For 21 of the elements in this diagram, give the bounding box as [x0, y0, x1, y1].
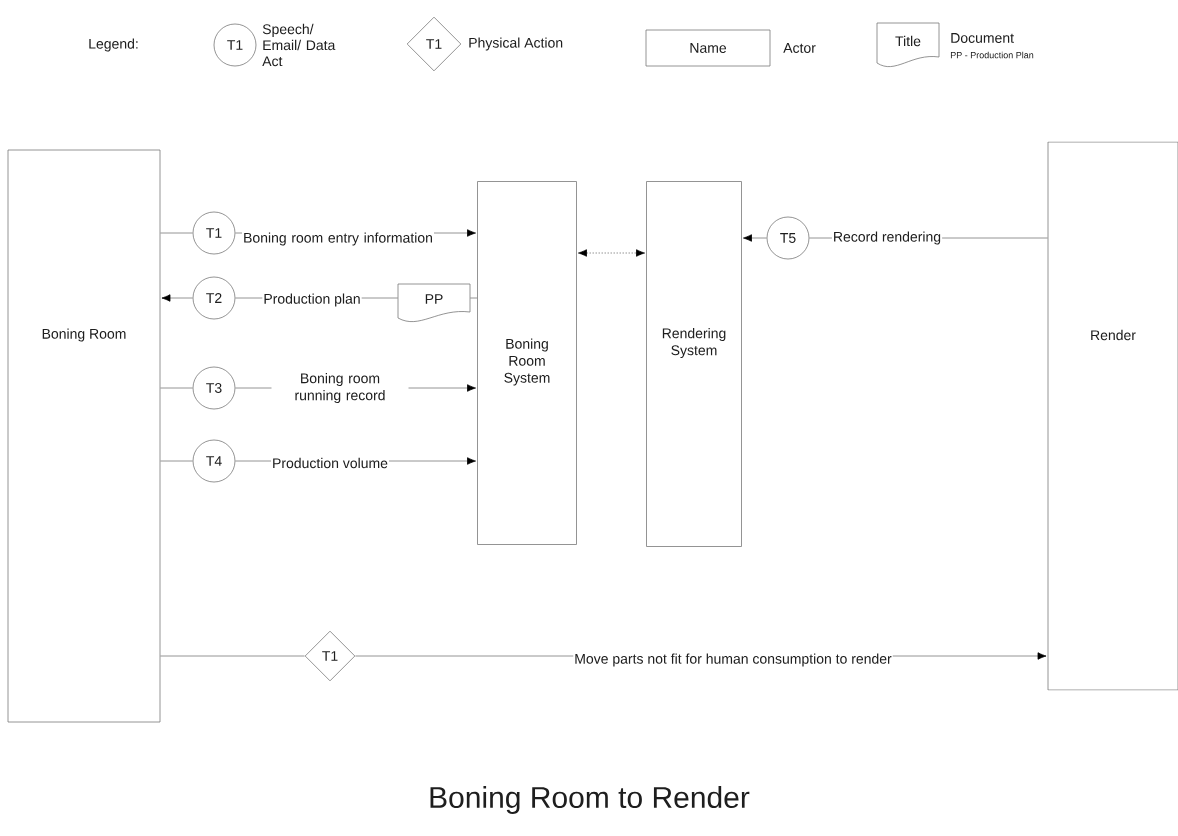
actor-box: Rendering System: [646, 181, 742, 547]
legend-description: Document: [951, 33, 1014, 43]
edge-label: Boning room entry information: [242, 231, 434, 247]
edge-label: Record rendering: [831, 230, 943, 246]
arrow: [743, 234, 767, 242]
diagram-title: Boning Room to Render: [430, 786, 750, 814]
legend-heading: Legend:: [89, 38, 138, 52]
actor-box: Boning Room: [7, 149, 161, 723]
legend-description: Actor: [783, 43, 816, 53]
arrow: [578, 249, 645, 257]
edge-label: Production volume: [271, 456, 389, 470]
edge-label: Boning room running record: [271, 372, 409, 405]
edge-label: Production plan: [262, 292, 362, 308]
actor-box: Render: [1047, 141, 1178, 691]
arrow: [161, 294, 193, 302]
legend-description: Physical Action: [469, 37, 563, 51]
edge-label: Move parts not fit for human consumption to render: [573, 652, 893, 668]
legend-description: PP - Production Plan: [950, 51, 1034, 59]
actor-box: Boning Room System: [477, 181, 577, 545]
actor-box: Name: [645, 29, 771, 67]
legend-description: Speech/ Email/ Data Act: [262, 23, 336, 67]
